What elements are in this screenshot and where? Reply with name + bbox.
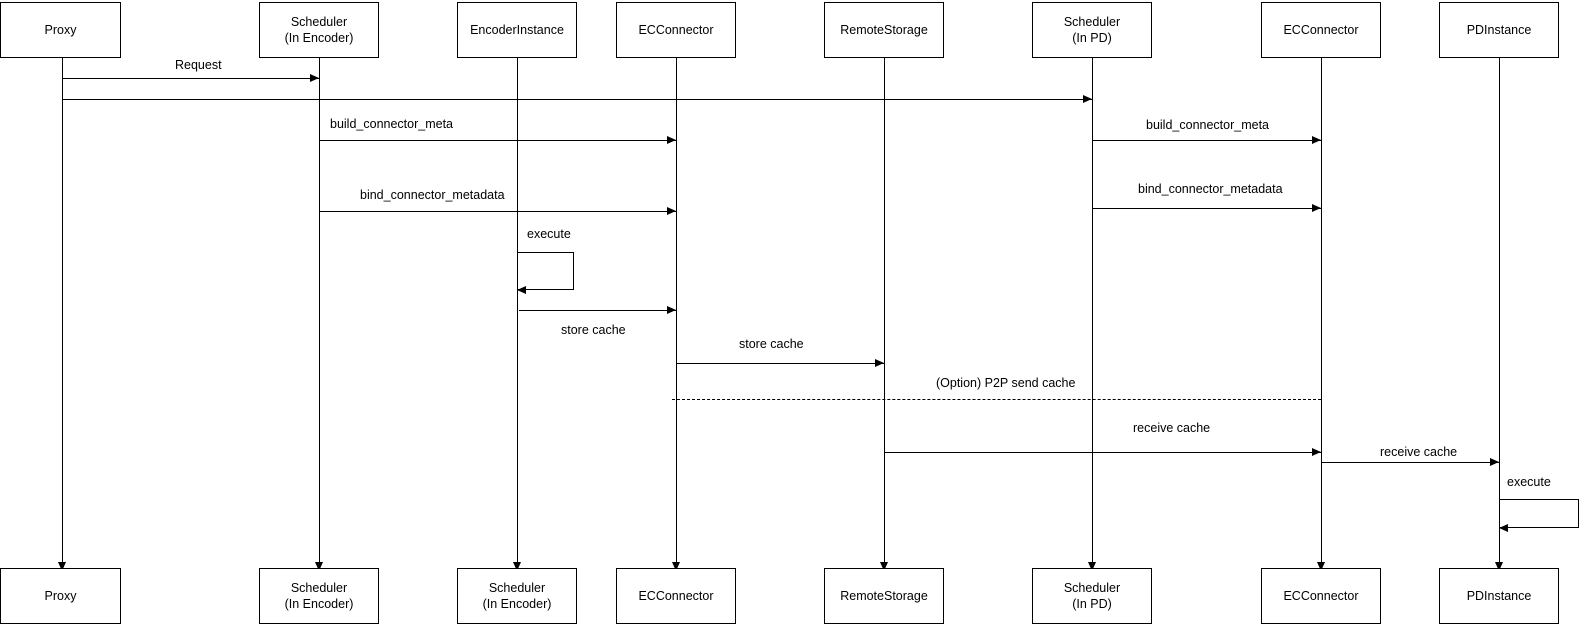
self-message-loop-s2[interactable] — [1499, 499, 1579, 528]
lifeline-ec_conn_e — [676, 58, 677, 568]
message-line-m4[interactable] — [1092, 140, 1321, 141]
participant-label-line1: Scheduler — [1063, 14, 1121, 29]
participant-label-line2: (In PD) — [1072, 597, 1112, 611]
message-line-m6[interactable] — [1092, 208, 1321, 209]
message-label-m3: build_connector_meta — [330, 117, 453, 131]
message-arrowhead-m7 — [667, 306, 676, 314]
participant-label-line1: RemoteStorage — [840, 22, 928, 37]
message-arrowhead-m6 — [1312, 204, 1321, 212]
lifeline-end-arrow-r3 — [513, 562, 521, 571]
lifeline-end-arrow-r1 — [58, 562, 66, 571]
message-arrowhead-m10 — [1312, 448, 1321, 456]
message-line-m8[interactable] — [676, 363, 884, 364]
participant-box-proxy-top[interactable]: Proxy — [0, 2, 121, 58]
lifeline-end-arrow-r2 — [315, 562, 323, 571]
message-label-m4: build_connector_meta — [1146, 118, 1269, 132]
participant-label-line1: Scheduler — [290, 14, 348, 29]
participant-box-proxy-bottom[interactable]: Proxy — [0, 568, 121, 624]
participant-box-enc_inst-top[interactable]: EncoderInstance — [457, 2, 577, 58]
participant-label-line1: Proxy — [44, 22, 77, 37]
self-message-label-s2: execute — [1507, 475, 1551, 489]
participant-box-ec_conn_p-bottom[interactable]: ECConnector — [1261, 568, 1381, 624]
participant-box-remote-top[interactable]: RemoteStorage — [824, 2, 944, 58]
message-line-m11[interactable] — [1321, 462, 1499, 463]
message-arrowhead-m2 — [1083, 95, 1092, 103]
participant-label-line1: EncoderInstance — [470, 22, 564, 37]
lifeline-end-arrow-r7 — [1317, 562, 1325, 571]
self-message-loop-s1[interactable] — [517, 252, 574, 290]
message-line-m3[interactable] — [319, 140, 676, 141]
participant-label-line1: RemoteStorage — [840, 588, 928, 603]
participant-label-line1: ECConnector — [1283, 22, 1359, 37]
message-arrowhead-m11 — [1490, 458, 1499, 466]
message-label-m9: (Option) P2P send cache — [936, 376, 1076, 390]
message-label-m10: receive cache — [1133, 421, 1211, 435]
message-label-m8: store cache — [739, 337, 804, 351]
participant-box-pd_inst-top[interactable]: PDInstance — [1439, 2, 1559, 58]
lifeline-ec_conn_p — [1321, 58, 1322, 568]
participant-box-sched_pd-top[interactable]: Scheduler (In PD) — [1032, 2, 1152, 58]
lifeline-sched_pd — [1092, 58, 1093, 568]
message-line-m7[interactable] — [519, 310, 676, 311]
lifeline-enc_inst — [517, 58, 518, 568]
message-line-m1[interactable] — [62, 78, 319, 79]
participant-label-line1: PDInstance — [1466, 22, 1532, 37]
message-arrowhead-m5 — [667, 207, 676, 215]
participant-box-remote-bottom[interactable]: RemoteStorage — [824, 568, 944, 624]
participant-label-line1: PDInstance — [1466, 588, 1532, 603]
participant-label-line1: ECConnector — [638, 588, 714, 603]
participant-label-line1: Scheduler — [488, 580, 546, 595]
participant-box-sched_enc-top[interactable]: Scheduler (In Encoder) — [259, 2, 379, 58]
message-line-m10[interactable] — [884, 452, 1321, 453]
participant-box-sched_enc-bottom[interactable]: Scheduler (In Encoder) — [259, 568, 379, 624]
message-arrowhead-m1 — [310, 74, 319, 82]
message-label-m6: bind_connector_metadata — [1138, 182, 1283, 196]
self-message-label-s1: execute — [527, 227, 571, 241]
lifeline-remote — [884, 58, 885, 568]
message-label-m7: store cache — [561, 323, 626, 337]
lifeline-pd_inst — [1499, 58, 1500, 568]
message-arrowhead-m8 — [875, 359, 884, 367]
message-label-m1: Request — [175, 58, 222, 72]
message-label-m5: bind_connector_metadata — [360, 188, 505, 202]
participant-label-line1: ECConnector — [1283, 588, 1359, 603]
participant-box-enc_inst-bottom[interactable]: Scheduler (In Encoder) — [457, 568, 577, 624]
participant-label-line2: (In Encoder) — [482, 597, 552, 611]
lifeline-end-arrow-r5 — [880, 562, 888, 571]
lifeline-proxy — [62, 58, 63, 568]
participant-box-ec_conn_e-bottom[interactable]: ECConnector — [616, 568, 736, 624]
participant-label-line1: Scheduler — [1063, 580, 1121, 595]
participant-box-pd_inst-bottom[interactable]: PDInstance — [1439, 568, 1559, 624]
lifeline-end-arrow-r4 — [672, 562, 680, 571]
participant-label-line1: Proxy — [44, 588, 77, 603]
self-message-arrowhead-s2 — [1499, 524, 1508, 532]
message-arrowhead-m4 — [1312, 136, 1321, 144]
participant-box-sched_pd-bottom[interactable]: Scheduler (In PD) — [1032, 568, 1152, 624]
participant-label-line2: (In Encoder) — [284, 31, 354, 45]
participant-label-line1: ECConnector — [638, 22, 714, 37]
participant-label-line2: (In Encoder) — [284, 597, 354, 611]
participant-box-ec_conn_e-top[interactable]: ECConnector — [616, 2, 736, 58]
message-line-m2[interactable] — [62, 99, 1092, 100]
participant-box-ec_conn_p-top[interactable]: ECConnector — [1261, 2, 1381, 58]
message-line-m5[interactable] — [319, 211, 676, 212]
lifeline-end-arrow-r8 — [1495, 562, 1503, 571]
participant-label-line2: (In PD) — [1072, 31, 1112, 45]
message-arrowhead-m3 — [667, 136, 676, 144]
message-line-m9[interactable] — [672, 399, 1321, 400]
self-message-arrowhead-s1 — [517, 286, 526, 294]
lifeline-sched_enc — [319, 58, 320, 568]
message-label-m11: receive cache — [1380, 445, 1458, 459]
lifeline-end-arrow-r6 — [1088, 562, 1096, 571]
participant-label-line1: Scheduler — [290, 580, 348, 595]
